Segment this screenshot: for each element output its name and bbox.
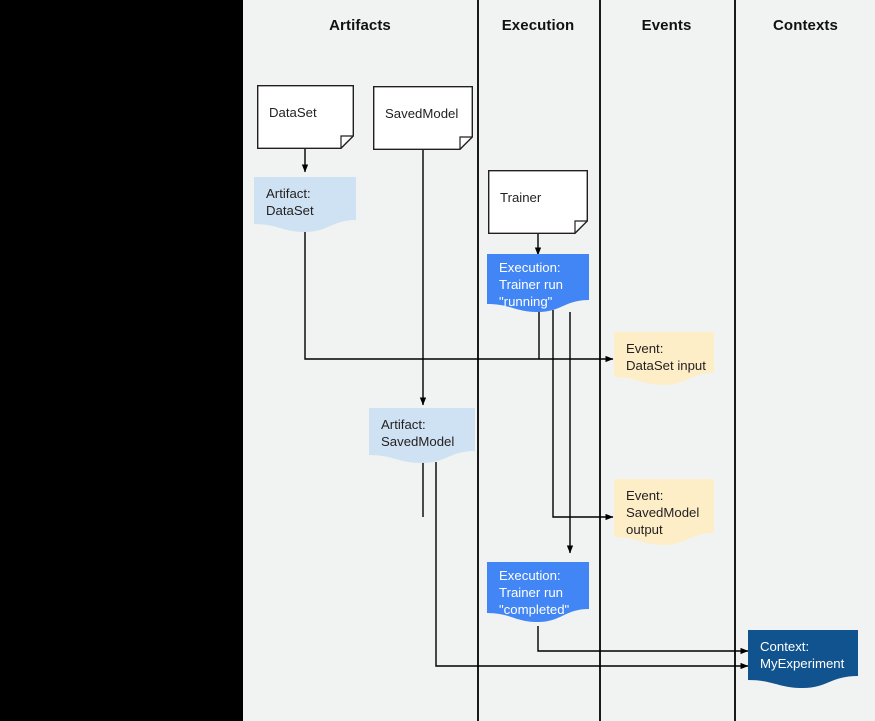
node-label: Context: MyExperiment xyxy=(760,639,845,671)
wire-artifact-dataset-to-event-dataset-input xyxy=(304,232,614,363)
swimlane-board: Artifacts Execution Events Contexts xyxy=(241,0,875,721)
node-dataset-type[interactable]: DataSet xyxy=(257,85,354,149)
column-title-contexts: Contexts xyxy=(773,17,838,34)
node-label: Execution: Trainer run "running" xyxy=(499,260,564,309)
node-event-dataset-input[interactable]: Event: DataSet input xyxy=(614,332,714,386)
wave-document-shape xyxy=(487,254,589,312)
column-title-artifacts: Artifacts xyxy=(329,17,391,34)
column-divider-execution-events xyxy=(599,0,601,721)
wave-document-shape xyxy=(614,479,714,545)
wave-document-shape xyxy=(487,562,589,622)
node-event-savedmodel-output[interactable]: Event: SavedModel output xyxy=(614,479,714,547)
wave-document-shape xyxy=(748,630,858,688)
node-label: Artifact: DataSet xyxy=(266,186,314,218)
node-context-myexperiment[interactable]: Context: MyExperiment xyxy=(748,630,858,690)
wave-document-shape xyxy=(614,332,714,385)
node-label: Event: SavedModel output xyxy=(626,488,700,537)
node-label: Event: DataSet input xyxy=(626,341,706,373)
node-label: Trainer xyxy=(500,190,542,205)
wave-document-shape xyxy=(254,177,356,232)
node-label: DataSet xyxy=(269,105,317,120)
column-title-events: Events xyxy=(641,17,692,34)
connector-layer xyxy=(301,148,749,670)
node-label: SavedModel xyxy=(385,106,459,121)
document-note-shape xyxy=(257,85,354,149)
wire-execution-running-to-event-savedmodel-output xyxy=(552,310,614,521)
column-divider-events-contexts xyxy=(734,0,736,721)
document-note-shape xyxy=(488,170,588,234)
wave-document-shape xyxy=(369,408,475,463)
column-title-execution: Execution xyxy=(501,17,575,34)
node-savedmodel-type[interactable]: SavedModel xyxy=(373,86,473,150)
node-execution-completed[interactable]: Execution: Trainer run "completed" xyxy=(487,562,589,624)
node-artifact-dataset[interactable]: Artifact: DataSet xyxy=(254,177,356,233)
node-label: Artifact: SavedModel xyxy=(381,417,455,449)
node-label: Execution: Trainer run "completed" xyxy=(499,568,570,617)
node-trainer-type[interactable]: Trainer xyxy=(488,170,588,234)
node-execution-running[interactable]: Execution: Trainer run "running" xyxy=(487,254,589,314)
column-divider-artifacts-execution xyxy=(477,0,479,721)
document-note-shape xyxy=(373,86,473,150)
wire-execution-completed-to-context xyxy=(537,626,749,655)
wire-artifact-savedmodel-to-context xyxy=(435,462,749,670)
node-artifact-savedmodel[interactable]: Artifact: SavedModel xyxy=(369,408,475,464)
